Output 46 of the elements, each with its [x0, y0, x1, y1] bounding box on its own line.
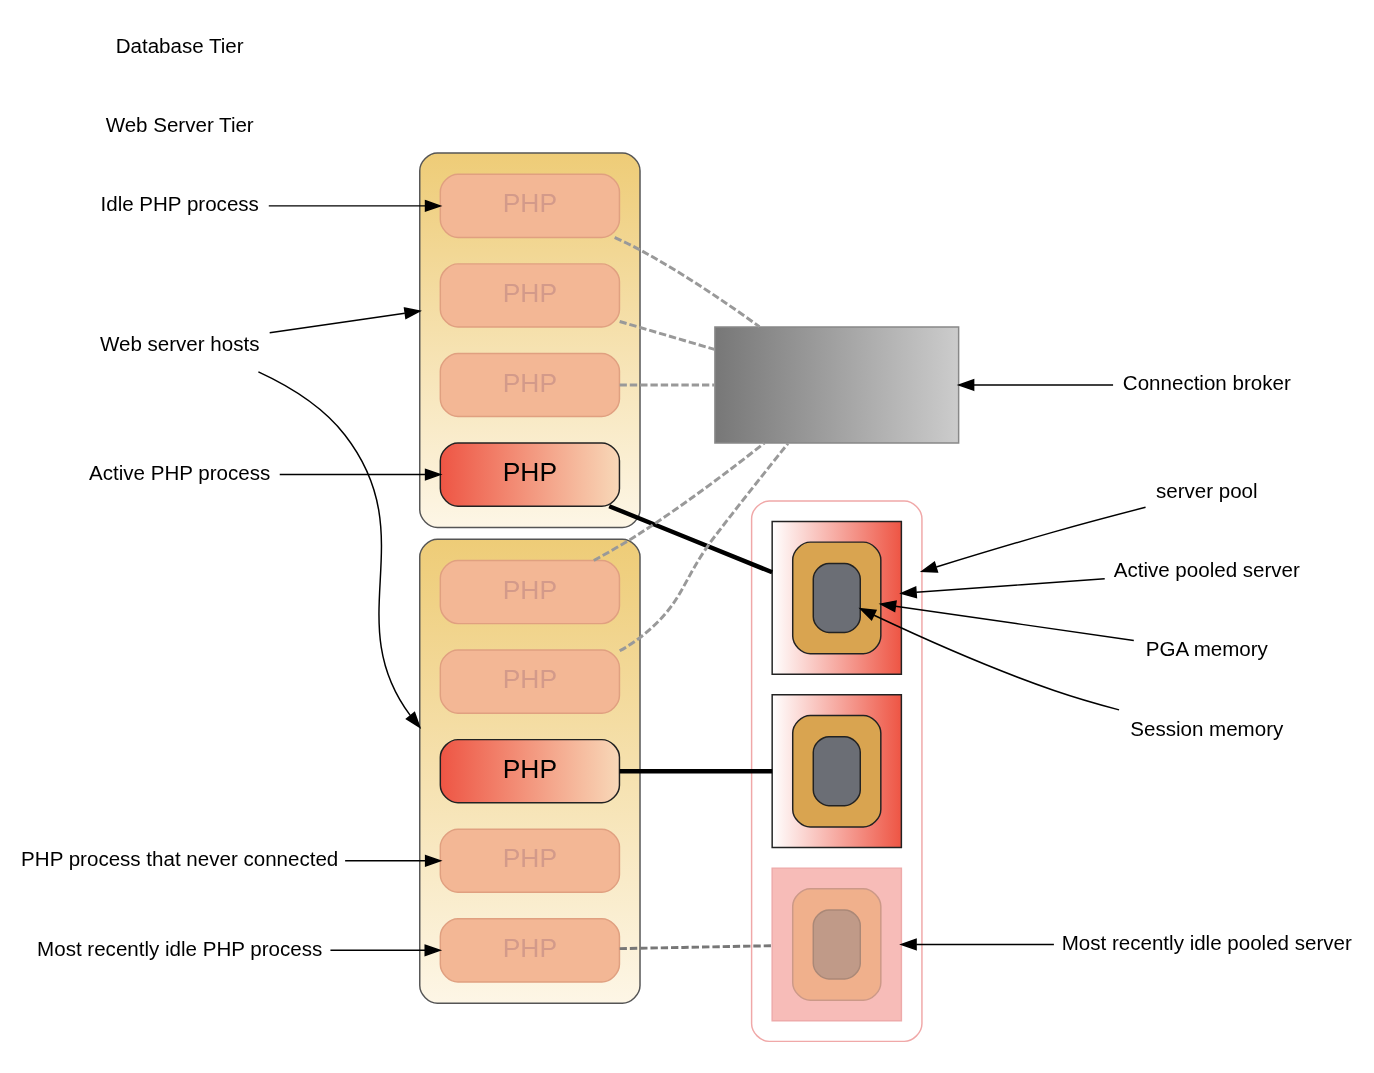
node-box: [714, 325, 960, 444]
arrow: [268, 306, 422, 333]
arrow: [257, 370, 422, 729]
connector: [619, 383, 715, 386]
cluster: [792, 540, 882, 654]
node-box: [812, 562, 861, 633]
arrow: [899, 937, 1055, 951]
node-text: Connection broker: [1122, 370, 1291, 394]
node-text: Most recently idle PHP process: [37, 936, 323, 960]
node-text: Active PHP process: [89, 460, 271, 484]
node-text: Most recently idle pooled server: [1061, 930, 1352, 954]
label: Web Server Tier: [105, 112, 254, 136]
arrow: [956, 378, 1114, 391]
node-text: server pool: [1155, 478, 1258, 502]
cluster: [771, 866, 903, 1022]
node-text: PHP process that never connected: [21, 846, 339, 870]
cluster: [771, 520, 903, 675]
cluster: [771, 693, 903, 848]
cluster: [792, 887, 882, 1001]
arrow: [344, 854, 443, 867]
node-text: PGA memory: [1145, 636, 1268, 660]
arrow: [858, 607, 1120, 711]
label: Database Tier: [115, 33, 244, 57]
arrow: [878, 599, 1135, 641]
node-text: Web server hosts: [99, 331, 260, 355]
connector: [614, 235, 761, 328]
node-box: [812, 735, 861, 806]
node-box: [812, 908, 861, 980]
arrow: [268, 199, 443, 212]
cluster: [750, 499, 923, 1042]
node-text: Idle PHP process: [100, 191, 259, 215]
arrow: [329, 943, 443, 956]
cluster: [792, 714, 882, 828]
connector: [619, 768, 773, 773]
connector: [593, 441, 766, 562]
connector: [619, 943, 773, 950]
connector: [608, 503, 773, 574]
arrow: [279, 467, 443, 481]
node-box: PHP: [439, 738, 621, 803]
node-box: PHP: [439, 441, 621, 507]
arrow: [919, 506, 1147, 573]
node-text: Active pooled server: [1113, 557, 1300, 581]
node-text: Session memory: [1130, 716, 1284, 740]
cluster: [419, 151, 641, 528]
arrow: [899, 577, 1106, 598]
cluster: [419, 537, 641, 1004]
